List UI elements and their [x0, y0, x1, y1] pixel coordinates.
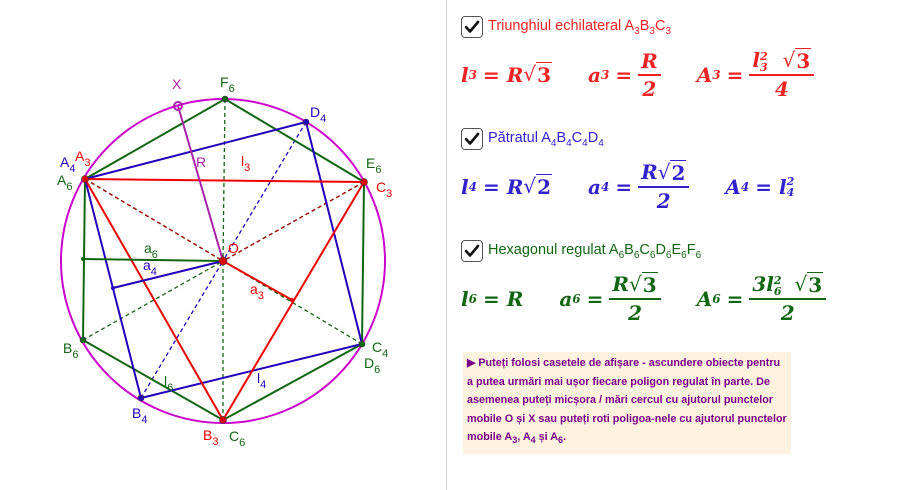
- sqrt-icon: √3: [523, 62, 552, 87]
- label-E6: E6: [366, 155, 381, 176]
- square-checkbox[interactable]: [461, 128, 483, 150]
- label-F6: F6: [220, 74, 235, 95]
- label-O: O: [228, 240, 239, 256]
- label-l4: l4: [257, 370, 266, 391]
- point-C4[interactable]: [358, 340, 366, 348]
- radius-R[interactable]: [177, 105, 224, 262]
- sqrt-icon: √2: [523, 174, 552, 199]
- point-B6[interactable]: [79, 336, 87, 344]
- label-A3: A3: [75, 148, 90, 169]
- label-B6: B6: [63, 340, 78, 361]
- apothem-a6: [82, 258, 224, 262]
- point-D4[interactable]: [302, 118, 310, 126]
- label-X: X: [172, 76, 182, 92]
- hexagon-radius-f: [222, 98, 226, 262]
- hexagon-checkbox[interactable]: [461, 240, 483, 262]
- triangle-label: Triunghiul echilateral A3B3C3: [488, 17, 671, 37]
- point-O[interactable]: [218, 256, 228, 266]
- label-B3: B3: [203, 427, 218, 448]
- label-C4: C4: [372, 339, 388, 360]
- square-diagonal-d: [222, 121, 307, 262]
- label-D4: D4: [310, 104, 326, 125]
- apothem-a3-foot: [290, 298, 294, 302]
- check-icon: [464, 244, 480, 257]
- hexagon-toggle-row[interactable]: Hexagonul regulat A6B6C6D6E6F6: [461, 240, 701, 262]
- label-A6: A6: [57, 172, 72, 193]
- square-toggle-row[interactable]: Pătratul A4B4C4D4: [461, 128, 604, 150]
- hexagon-label: Hexagonul regulat A6B6C6D6E6F6: [488, 241, 702, 261]
- equilateral-triangle[interactable]: [83, 177, 366, 422]
- instructions-box: ▶ Puteți folosi casetele de afișare - as…: [463, 352, 791, 454]
- label-R: R: [196, 154, 206, 170]
- point-X[interactable]: [173, 101, 183, 111]
- apothem-a4: [112, 260, 224, 289]
- sqrt-icon: √3: [794, 272, 824, 297]
- point-A3[interactable]: [81, 175, 89, 183]
- point-B3[interactable]: [219, 416, 227, 424]
- label-a6: a6: [144, 240, 158, 261]
- graphics-view[interactable]: X F6 D4 E6 C3 A4 A3 A6 O B6 C4 D6 B4 B3 …: [0, 0, 446, 490]
- hexagon-radius-b: [82, 260, 224, 341]
- triangle-radius-c: [222, 181, 365, 262]
- sqrt-icon: √2: [657, 160, 687, 185]
- check-icon: [464, 132, 480, 145]
- label-l3: l3: [241, 153, 250, 174]
- point-C3[interactable]: [360, 178, 368, 186]
- check-icon: [464, 20, 480, 33]
- triangle-checkbox[interactable]: [461, 16, 483, 38]
- square-diagonal-b: [140, 260, 224, 399]
- apothem-a4-foot: [111, 286, 115, 290]
- sqrt-icon: √3: [629, 272, 658, 297]
- triangle-radius-a: [84, 178, 224, 262]
- square-label: Pătratul A4B4C4D4: [488, 129, 604, 149]
- label-C3: C3: [376, 179, 392, 200]
- apothem-a6-foot: [81, 257, 85, 261]
- label-B4: B4: [132, 405, 147, 426]
- label-C6: C6: [229, 428, 245, 449]
- label-a3: a3: [250, 281, 264, 302]
- point-F6[interactable]: [221, 95, 229, 103]
- apothem-a3: [222, 260, 293, 301]
- point-B4[interactable]: [137, 394, 145, 402]
- label-l6: l6: [164, 373, 173, 394]
- label-A4: A4: [60, 154, 75, 175]
- label-D6: D6: [364, 355, 380, 376]
- view-divider[interactable]: [446, 0, 447, 490]
- arrow-icon: ▶: [467, 357, 476, 369]
- triangle-toggle-row[interactable]: Triunghiul echilateral A3B3C3: [461, 16, 671, 38]
- label-a4: a4: [143, 257, 157, 278]
- sqrt-icon: √3: [782, 48, 812, 73]
